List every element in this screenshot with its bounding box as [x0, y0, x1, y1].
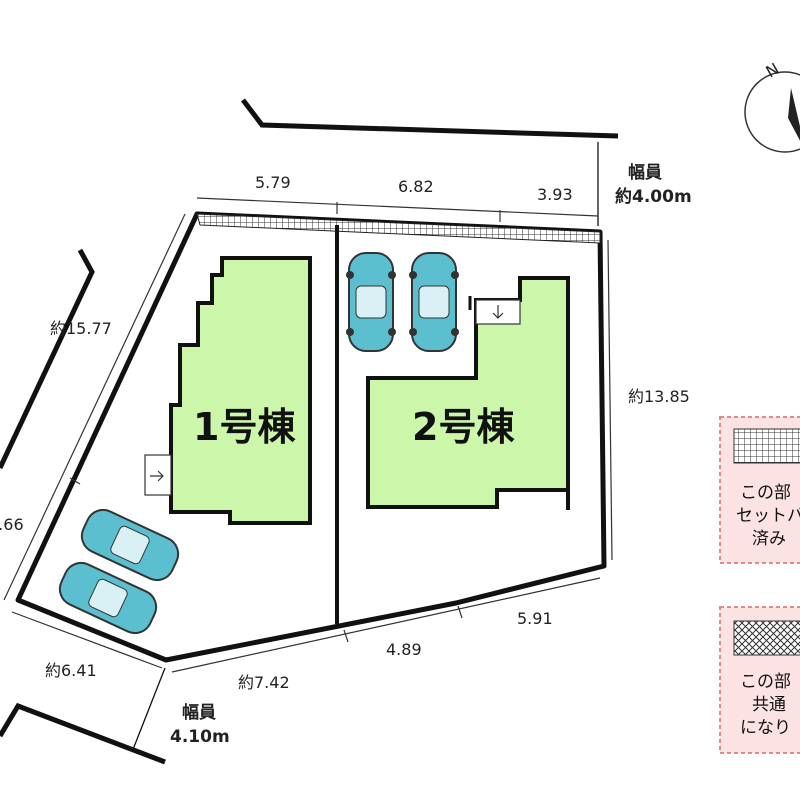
- entrance-arrow-icon: [492, 305, 504, 319]
- car-parking-1a: [80, 508, 180, 582]
- building-1-entrance: [144, 454, 172, 496]
- legend-setback-line1: この部: [740, 483, 791, 503]
- car-parking-1b: [58, 561, 158, 635]
- car-parking-2a: [346, 252, 396, 352]
- legend-shared-line1: この部: [740, 672, 791, 692]
- top-road-edge: [241, 98, 619, 139]
- car-parking-2b: [409, 252, 459, 352]
- top-dimension-2: 6.82: [398, 177, 434, 196]
- top-dimension-3: 3.93: [537, 185, 573, 204]
- bottom-road-width-label: 幅員: [182, 702, 216, 723]
- left-dimension-upper: 約15.77: [50, 319, 112, 338]
- bottom-road-width-value: 4.10m: [170, 727, 230, 747]
- bottom-dimension-2: 約7.42: [238, 673, 290, 692]
- legend-setback-swatch: [733, 428, 800, 464]
- entrance-arrow-icon: [150, 470, 164, 482]
- right-dimension: 約13.85: [628, 387, 690, 406]
- building-1-label: 1号棟: [193, 405, 296, 449]
- left-dimension-lower: 3.66: [0, 515, 24, 534]
- bottom-road-edge: [0, 702, 166, 765]
- top-dimension-1: 5.79: [255, 173, 291, 192]
- right-dimension: 約13.85: [607, 239, 690, 561]
- bottom-road-width-line: [131, 667, 166, 753]
- building-2-entrance: [475, 299, 521, 325]
- setback-strip: [196, 213, 601, 244]
- building-2-label: 2号棟: [412, 405, 515, 449]
- legend-shared-line2: 共通: [752, 695, 786, 715]
- top-road-width-label: 幅員: [628, 162, 662, 183]
- legend-shared-swatch: [733, 620, 800, 656]
- top-road: 幅員 約4.00m: [241, 98, 692, 226]
- compass-circle: [744, 71, 800, 153]
- building-1: 1号棟: [144, 256, 312, 525]
- legend-setback-line3: 済み: [752, 529, 786, 549]
- legend-shared: この部 共通 になり: [719, 606, 800, 754]
- bottom-dimension-4: 5.91: [517, 609, 553, 628]
- bottom-road: 幅員 4.10m: [0, 667, 230, 765]
- compass: N: [744, 59, 800, 153]
- left-dimension: 約15.77 3.66: [0, 213, 186, 601]
- left-boundary-line: [0, 248, 95, 470]
- building-1-footprint: [169, 256, 312, 525]
- legend-shared-line3: になり: [740, 718, 791, 738]
- bottom-dimension-1: 約6.41: [45, 661, 97, 680]
- legend-setback-line2: セットバ: [736, 506, 800, 526]
- bottom-dimension: 約6.41 約7.42 4.89 5.91: [11, 577, 601, 692]
- top-dimension: 5.79 6.82 3.93: [196, 173, 599, 222]
- top-road-width-value: 約4.00m: [615, 186, 692, 207]
- building-2: 2号棟: [366, 276, 570, 510]
- bottom-dimension-3: 4.89: [386, 640, 422, 659]
- legend-setback: この部 セットバ 済み: [719, 416, 800, 564]
- north-arrow-icon: [788, 88, 800, 141]
